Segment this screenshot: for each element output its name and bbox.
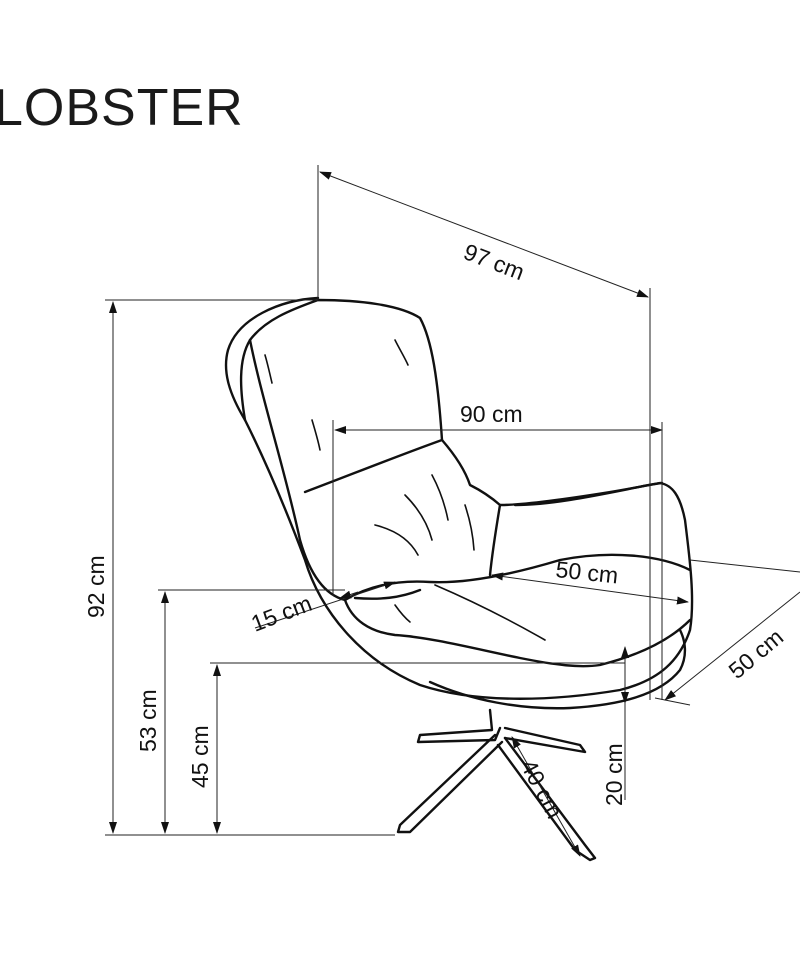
height-total-label: 92 cm [83, 555, 109, 618]
seat-width-label: 50 cm [554, 556, 619, 588]
seat-cushion-label: 15 cm [247, 590, 315, 637]
base-leg-label: 40 cm [516, 755, 568, 823]
seat-height-label: 45 cm [187, 725, 213, 788]
armrest-height-label: 53 cm [135, 689, 161, 752]
width-total-label: 90 cm [460, 401, 523, 427]
seat-depth-label: 50 cm [724, 624, 789, 684]
base-clearance-label: 20 cm [601, 743, 627, 806]
dimension-lines [105, 165, 800, 857]
depth-total-label: 97 cm [460, 238, 528, 285]
product-title: LOBSTER [0, 79, 244, 137]
